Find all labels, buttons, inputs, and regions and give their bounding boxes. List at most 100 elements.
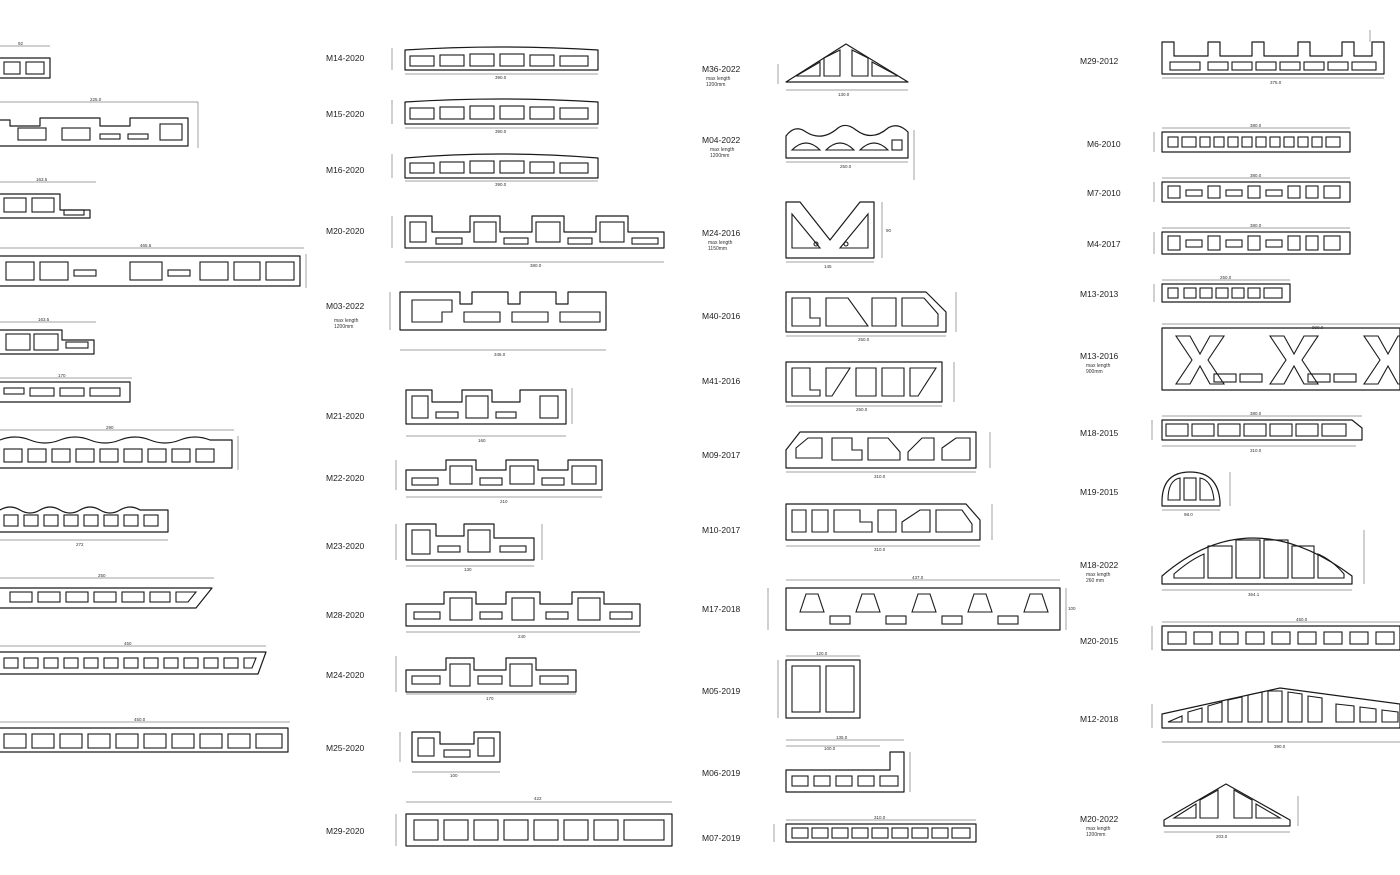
dim-label: 250.0 [1220, 275, 1232, 280]
profile-code-label: M6-2010 [1087, 139, 1121, 149]
profile-M18-2022: M18-2022 max length 260 mm 364.1 [1080, 530, 1365, 597]
profile-M6-2010: M6-2010 380.0 [1087, 123, 1351, 153]
dim-label: 390.0 [495, 129, 507, 134]
profile-code-label: M13-2013 [1080, 289, 1119, 299]
profile-code-label: M18-2022 [1080, 560, 1119, 570]
dim-label: 160 [478, 438, 486, 443]
profile-code-label: M06-2019 [702, 768, 741, 778]
profile-note-label: 900mm [1086, 369, 1103, 375]
dim-label: 380.0 [1250, 223, 1262, 228]
profile-M05-2019: M05-2019 120.0 [702, 651, 861, 719]
profile-M36-2022: M36-2022 max length 1200mm 130.0 [702, 43, 909, 97]
dim-label: 380.0 [1250, 411, 1262, 416]
profile-M23-2020: M23-2020 130 [326, 523, 543, 572]
dim-label: 250 [98, 573, 106, 578]
profile-code-label: M04-2022 [702, 135, 741, 145]
profile-code-label: M12-2018 [1080, 714, 1119, 724]
profile-code-label: M14-2020 [326, 53, 365, 63]
profile-note-label: 1200mm [334, 324, 353, 330]
profile-note-label: max length [334, 318, 359, 324]
dim-label: 272 [76, 542, 84, 547]
profile-note-label: 1200mm [710, 153, 729, 159]
profile-M16-2020: M16-2020 390.0 [326, 153, 599, 187]
dim-label: 375.0 [1270, 80, 1282, 85]
profile-M13-2016: M13-2016 max length 900mm 990.0 [1080, 323, 1400, 391]
profile-M04-2022: M04-2022 max length 1200mm 250.0 [702, 124, 915, 180]
profile-code-label: M16-2020 [326, 165, 365, 175]
profile-code-label: M15-2020 [326, 109, 365, 119]
profile-M41-2016: M41-2016 250.0 [702, 361, 955, 412]
dim-label: 450.0 [1296, 617, 1308, 622]
dim-label: 135.0 [836, 735, 848, 740]
dim-label: 310.0 [1250, 448, 1262, 453]
dim-label: 310.0 [874, 547, 886, 552]
profile-M19-2015: M19-2015 98.0 [1080, 471, 1231, 517]
cut-profile-2: 225.0 [0, 97, 199, 148]
profile-code-label: M20-2022 [1080, 814, 1119, 824]
dim-label: 250.0 [840, 164, 852, 169]
profile-M22-2020: M22-2020 210 [326, 459, 603, 504]
profile-M21-2020: M21-2020 160 [326, 388, 573, 443]
dim-label: 250.0 [856, 407, 868, 412]
profile-M24-2016: M24-2016 max length 1150mm 145 90 [702, 201, 892, 269]
profile-M07-2019: M07-2019 310.0 [702, 815, 977, 843]
dim-label: 225.0 [90, 97, 102, 102]
profile-M28-2020: M28-2020 240 [326, 591, 641, 639]
profile-code-label: M17-2018 [702, 604, 741, 614]
profile-code-label: M19-2015 [1080, 487, 1119, 497]
dim-label: 145 [824, 264, 832, 269]
profile-code-label: M13-2016 [1080, 351, 1119, 361]
dim-label: 170 [58, 373, 66, 378]
profile-code-label: M29-2020 [326, 826, 365, 836]
cut-profile-7: 290 [0, 425, 239, 470]
dim-label: 203.0 [1216, 834, 1228, 839]
profile-M25-2020: M25-2020 100 [326, 731, 501, 778]
profile-code-label: M05-2019 [702, 686, 741, 696]
profile-note-label: 1150mm [708, 246, 727, 252]
profile-code-label: M25-2020 [326, 743, 365, 753]
cut-profile-6: 170 [0, 373, 132, 403]
profile-code-label: M4-2017 [1087, 239, 1121, 249]
profile-M29-2020: M29-2020 422 [326, 796, 673, 847]
cut-profile-9: 250 [0, 573, 214, 609]
cut-profile-1: 92 [0, 41, 51, 79]
dim-label: 120.0 [816, 651, 828, 656]
dim-label: 98.0 [1184, 512, 1193, 517]
profile-M20-2020: M20-2020 380.0 [326, 215, 665, 268]
profile-note-label: 1200mm [1086, 832, 1105, 838]
dim-label: 290 [106, 425, 114, 430]
dim-label: 100.0 [824, 746, 836, 751]
profile-M40-2016: M40-2016 250.0 [702, 291, 957, 342]
dim-label: 310.0 [874, 474, 886, 479]
dim-label: 163.5 [38, 317, 50, 322]
cut-profile-4: 465.5 [0, 243, 307, 288]
cut-profile-3: 163.5 [0, 177, 96, 219]
profile-code-label: M29-2012 [1080, 56, 1119, 66]
dim-label: 450 [124, 641, 132, 646]
profile-code-label: M09-2017 [702, 450, 741, 460]
profile-code-label: M20-2015 [1080, 636, 1119, 646]
dim-label: 380.0 [1250, 173, 1262, 178]
profile-M06-2019: M06-2019 135.0 100.0 [702, 735, 911, 793]
profile-note-label: 260 mm [1086, 578, 1104, 584]
profile-code-label: M7-2010 [1087, 188, 1121, 198]
profile-code-label: M21-2020 [326, 411, 365, 421]
profile-code-label: M24-2016 [702, 228, 741, 238]
profile-M09-2017: M09-2017 310.0 [702, 431, 991, 479]
profile-code-label: M03-2022 [326, 301, 365, 311]
dim-label: 100 [1068, 606, 1076, 611]
profile-code-label: M22-2020 [326, 473, 365, 483]
profile-M17-2018: M17-2018 437.0 100 [702, 575, 1076, 631]
profile-code-label: M18-2015 [1080, 428, 1119, 438]
dim-label: 92 [18, 41, 24, 46]
dim-label: 380.0 [530, 263, 542, 268]
dim-label: 346.0 [494, 352, 506, 357]
profile-M15-2020: M15-2020 390.0 [326, 98, 599, 134]
dim-label: 90 [886, 228, 892, 233]
profile-M10-2017: M10-2017 310.0 [702, 503, 993, 552]
dim-label: 380.0 [1250, 123, 1262, 128]
profile-M20-2022: M20-2022 max length 1200mm 203.0 [1080, 783, 1299, 839]
profile-M18-2015: M18-2015 380.0 310.0 [1080, 411, 1363, 453]
cut-profile-11: 450.0 [0, 717, 290, 753]
